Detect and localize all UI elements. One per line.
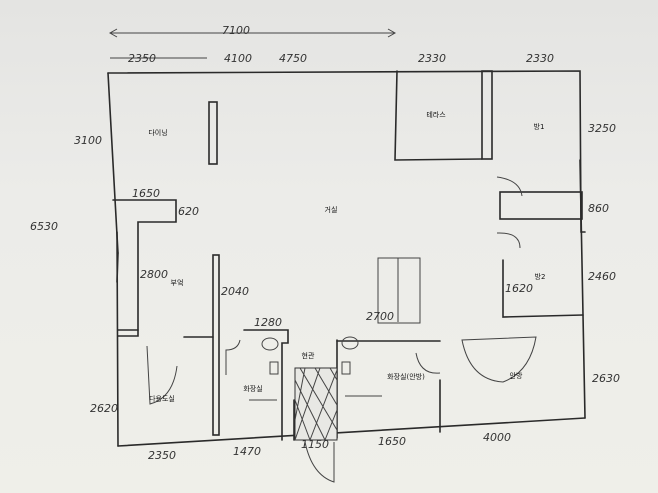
dim-top-room1: 2330 <box>526 52 554 65</box>
room-label-room1: 방1 <box>534 122 545 131</box>
dim-bottom-master-bath: 1650 <box>378 435 406 448</box>
door-master <box>461 336 537 383</box>
toilet-icons <box>261 336 359 375</box>
door-room1 <box>496 176 523 197</box>
room-label-utility-room: 다용도실 <box>149 394 175 403</box>
dimension-labels: 7100 2350 4100 4750 2330 2330 3100 6530 … <box>30 24 620 462</box>
dim-right-room2: 2460 <box>588 270 616 283</box>
entrance-tile <box>294 367 338 441</box>
dim-room2-door: 1620 <box>505 282 533 295</box>
dim-left-utility: 2620 <box>90 402 118 415</box>
door-master-bath <box>415 352 441 374</box>
room-label-bathroom: 화장실 <box>243 384 262 393</box>
room-label-master-bedroom: 안방 <box>510 371 523 380</box>
outer-walls <box>107 70 586 447</box>
dim-master-bath-width: 2700 <box>366 310 394 323</box>
room-label-kitchen: 부엌 <box>171 279 184 287</box>
dim-top-a: 4100 <box>224 52 252 65</box>
room-label-dining: 다이닝 <box>148 128 167 137</box>
room-label-room2: 방2 <box>535 272 546 281</box>
dim-right-master: 2630 <box>592 372 620 385</box>
room-label-living: 거실 <box>325 205 338 214</box>
room-label-entrance: 현관 <box>302 351 315 360</box>
dim-right-hall: 860 <box>588 202 609 215</box>
door-bath <box>225 339 241 375</box>
door-room1-lower <box>496 232 521 249</box>
dim-utility-wall: 2040 <box>221 285 249 298</box>
room-labels: 다이닝 테라스 방1 거실 부엌 방2 현관 화장실 화장실(안방) 안방 다용… <box>148 110 545 403</box>
door-utility <box>146 345 178 405</box>
dim-left-total: 6530 <box>30 220 58 233</box>
dim-bottom-utility: 2350 <box>148 449 176 462</box>
sink-icon <box>341 361 351 375</box>
dim-top-terrace: 2330 <box>418 52 446 65</box>
dim-right-room1: 3250 <box>588 122 616 135</box>
sink-icon <box>269 361 279 375</box>
dim-top-b: 4750 <box>279 52 307 65</box>
door-entrance <box>304 441 335 483</box>
toilet-icon <box>341 336 359 350</box>
dim-kitchen-notch: 620 <box>178 205 199 218</box>
dim-top-dining: 2350 <box>128 52 156 65</box>
interior-walls <box>112 70 584 441</box>
dim-bath-width: 1280 <box>254 316 282 329</box>
dim-bottom-bath: 1470 <box>233 445 261 458</box>
dim-bottom-master: 4000 <box>483 431 511 444</box>
toilet-icon <box>261 337 279 351</box>
dim-kitchen-depth: 2800 <box>140 268 168 281</box>
dim-bottom-entrance: 1150 <box>301 438 329 451</box>
dimension-arrows <box>108 28 397 59</box>
room-label-master-bathroom: 화장실(안방) <box>387 372 425 381</box>
doors <box>146 176 537 483</box>
dim-left-dining: 3100 <box>74 134 102 147</box>
dim-kitchen-width: 1650 <box>132 187 160 200</box>
dim-total-width: 7100 <box>222 24 250 37</box>
room-label-terrace: 테라스 <box>426 110 446 119</box>
